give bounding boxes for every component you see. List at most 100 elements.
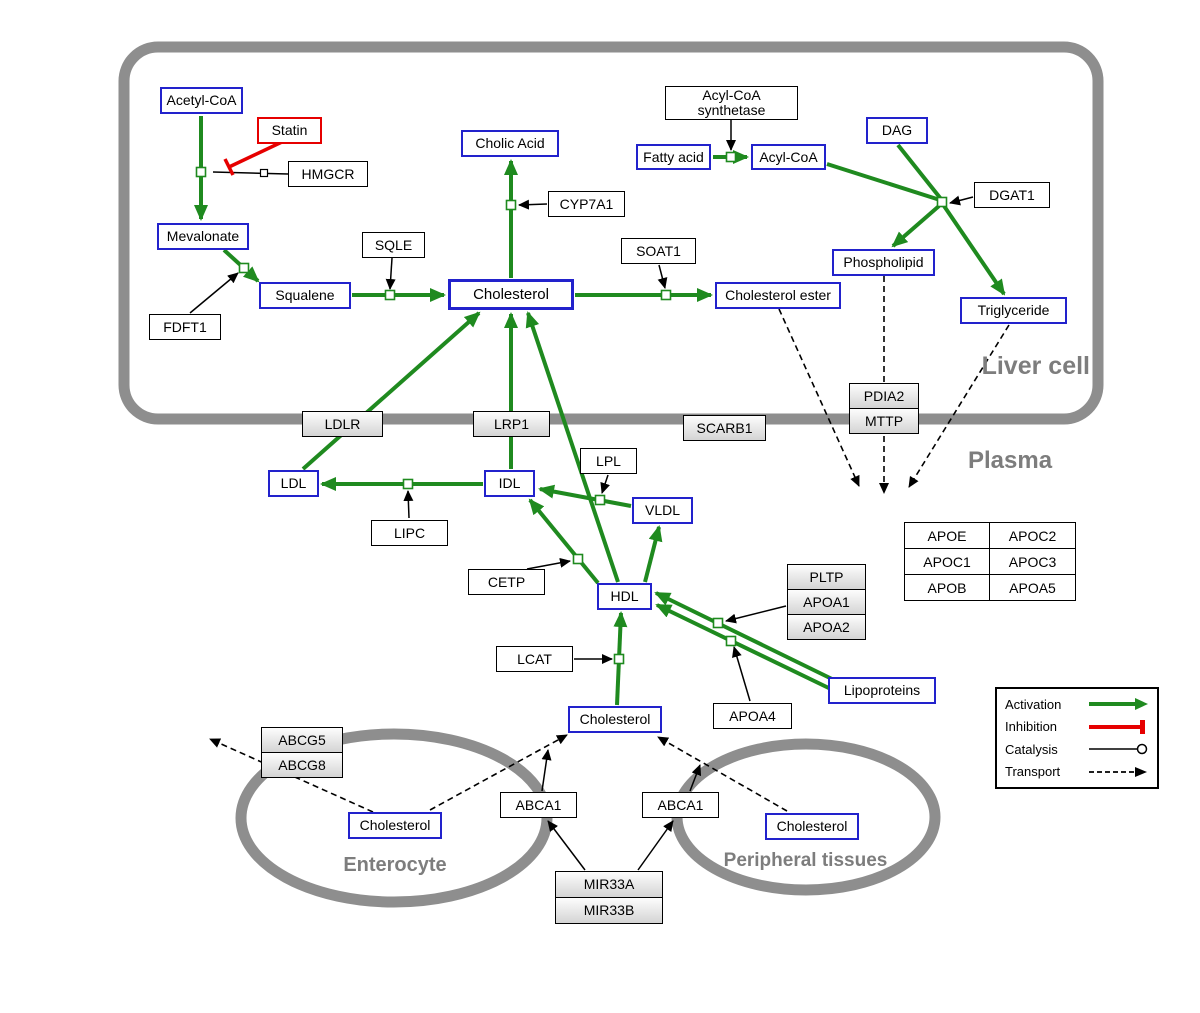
catalysis-edges bbox=[189, 120, 974, 871]
node-apoc2[interactable]: APOC2 bbox=[990, 523, 1075, 549]
node-hdl[interactable]: HDL bbox=[597, 583, 652, 610]
edge-acylcoa-dgat1junction bbox=[826, 162, 941, 202]
node-ldl[interactable]: LDL bbox=[268, 470, 319, 497]
node-apoa1[interactable]: APOA1 bbox=[787, 589, 866, 615]
edge-dag-dgat1junction bbox=[896, 143, 943, 201]
node-abcg5[interactable]: ABCG5 bbox=[261, 727, 343, 753]
edge-peripheralchol-plasmachol bbox=[657, 736, 788, 812]
node-cetp[interactable]: CETP bbox=[468, 569, 545, 595]
plasma-label: Plasma bbox=[968, 447, 1053, 474]
node-apoe[interactable]: APOE bbox=[905, 523, 990, 549]
node-mevalonate[interactable]: Mevalonate bbox=[157, 223, 249, 250]
node-cholesterol-liver[interactable]: Cholesterol bbox=[448, 279, 574, 310]
legend-inhibition-label: Inhibition bbox=[1005, 719, 1058, 735]
node-cholesterol-enterocyte[interactable]: Cholesterol bbox=[348, 812, 442, 839]
edge-vldl-idl bbox=[538, 484, 632, 508]
inhibition-tbar bbox=[223, 158, 235, 176]
node-lipoproteins[interactable]: Lipoproteins bbox=[828, 677, 936, 704]
edge-hmgcr-reaction bbox=[212, 171, 289, 175]
node-pltp[interactable]: PLTP bbox=[787, 564, 866, 590]
edge-enterocytechol-plasmachol bbox=[429, 734, 568, 811]
node-lcat[interactable]: LCAT bbox=[496, 646, 573, 672]
node-fdft1[interactable]: FDFT1 bbox=[149, 314, 221, 340]
inhibition-edge-statin-hmgcr bbox=[223, 139, 285, 176]
node-cholesterol-peripheral[interactable]: Cholesterol bbox=[765, 813, 859, 840]
node-apoc1[interactable]: APOC1 bbox=[905, 549, 990, 575]
node-lpl[interactable]: LPL bbox=[580, 448, 637, 474]
node-mttp[interactable]: MTTP bbox=[849, 408, 919, 434]
node-dgat1[interactable]: DGAT1 bbox=[974, 182, 1050, 208]
edge-abca1right-transport bbox=[689, 764, 702, 792]
inhibition-tbar-icon bbox=[1089, 719, 1145, 734]
enterocyte-label: Enterocyte bbox=[343, 854, 447, 876]
transport-edges bbox=[209, 276, 1010, 813]
edge-dgat1junction-triglyceride bbox=[940, 201, 1006, 296]
edge-soat1-reaction bbox=[657, 264, 668, 289]
edge-sqle-reaction bbox=[385, 257, 396, 290]
edge-hdl-vldl bbox=[643, 525, 663, 583]
node-cholic-acid[interactable]: Cholic Acid bbox=[461, 130, 559, 157]
node-soat1[interactable]: SOAT1 bbox=[621, 238, 696, 264]
node-dag[interactable]: DAG bbox=[866, 117, 928, 144]
node-apoc3[interactable]: APOC3 bbox=[990, 549, 1075, 575]
node-lrp1[interactable]: LRP1 bbox=[473, 411, 550, 437]
node-phospholipid[interactable]: Phospholipid bbox=[832, 249, 935, 276]
activation-arrow-icon bbox=[1089, 698, 1148, 711]
node-abca1-right[interactable]: ABCA1 bbox=[642, 792, 719, 818]
node-ldlr[interactable]: LDLR bbox=[302, 411, 383, 437]
node-apob[interactable]: APOB bbox=[905, 575, 990, 600]
transport-arrow-icon bbox=[1089, 766, 1147, 777]
edge-lipoproteins-hdl-lower bbox=[655, 603, 838, 694]
node-triglyceride[interactable]: Triglyceride bbox=[960, 297, 1067, 324]
node-apoa2[interactable]: APOA2 bbox=[787, 614, 866, 640]
catalysis-anchor bbox=[259, 168, 269, 178]
node-cyp7a1[interactable]: CYP7A1 bbox=[548, 191, 625, 217]
node-fatty-acid[interactable]: Fatty acid bbox=[636, 144, 711, 170]
edge-lpl-reaction bbox=[600, 474, 610, 494]
edge-cyp7a1-reaction bbox=[518, 199, 548, 210]
legend-catalysis-label: Catalysis bbox=[1005, 741, 1058, 757]
node-lipc[interactable]: LIPC bbox=[371, 520, 448, 546]
node-cholesterol-ester[interactable]: Cholesterol ester bbox=[715, 282, 841, 309]
edge-mir33-abca1right bbox=[637, 820, 674, 871]
node-apoa5[interactable]: APOA5 bbox=[1009, 579, 1056, 596]
enterocyte-membrane bbox=[235, 728, 553, 908]
legend-row-transport: Transport bbox=[1005, 764, 1149, 779]
edge-lipc-reaction bbox=[403, 490, 414, 519]
node-abca1-left[interactable]: ABCA1 bbox=[500, 792, 577, 818]
node-apoa4[interactable]: APOA4 bbox=[713, 703, 792, 729]
node-scarb1[interactable]: SCARB1 bbox=[683, 415, 766, 441]
edge-cetp-reaction bbox=[526, 557, 571, 570]
legend-transport-label: Transport bbox=[1005, 764, 1061, 780]
node-hmgcr[interactable]: HMGCR bbox=[288, 161, 368, 187]
node-acyl-coa[interactable]: Acyl-CoA bbox=[751, 144, 826, 170]
legend-row-activation: Activation bbox=[1005, 697, 1149, 712]
edge-triglyceride-plasma bbox=[908, 324, 1010, 488]
node-acyl-coa-synthetase[interactable]: Acyl-CoA synthetase bbox=[665, 86, 798, 120]
compartment-membranes bbox=[118, 41, 1104, 908]
edge-mir33-abca1left bbox=[547, 820, 586, 871]
node-idl[interactable]: IDL bbox=[484, 470, 535, 497]
liver-cell-label: Liver cell bbox=[981, 352, 1090, 380]
peripheral-tissues-label: Peripheral tissues bbox=[723, 850, 888, 871]
node-sqle[interactable]: SQLE bbox=[362, 232, 425, 258]
node-abcg8[interactable]: ABCG8 bbox=[261, 752, 343, 778]
node-cholesterol-plasma[interactable]: Cholesterol bbox=[568, 706, 662, 733]
node-vldl[interactable]: VLDL bbox=[632, 497, 693, 524]
edge-dgat1junction-phospholipid bbox=[891, 204, 941, 248]
edge-hdl-idl-cetp bbox=[528, 498, 600, 585]
node-mir33a[interactable]: MIR33A bbox=[555, 871, 663, 898]
node-squalene[interactable]: Squalene bbox=[259, 282, 351, 309]
apolipoprotein-table: APOE APOC2 APOC1 APOC3 APOB APOA5 bbox=[904, 522, 1076, 601]
legend-row-inhibition: Inhibition bbox=[1005, 719, 1149, 734]
legend-activation-label: Activation bbox=[1005, 696, 1062, 712]
reaction-anchors bbox=[195, 151, 948, 665]
node-acetyl-coa[interactable]: Acetyl-CoA bbox=[160, 87, 243, 114]
liver-cell-membrane bbox=[118, 41, 1104, 425]
node-statin[interactable]: Statin bbox=[257, 117, 322, 144]
node-mir33b[interactable]: MIR33B bbox=[555, 897, 663, 924]
legend-row-catalysis: Catalysis bbox=[1005, 742, 1149, 757]
catalysis-circle-icon bbox=[1089, 744, 1148, 755]
node-pdia2[interactable]: PDIA2 bbox=[849, 383, 919, 409]
